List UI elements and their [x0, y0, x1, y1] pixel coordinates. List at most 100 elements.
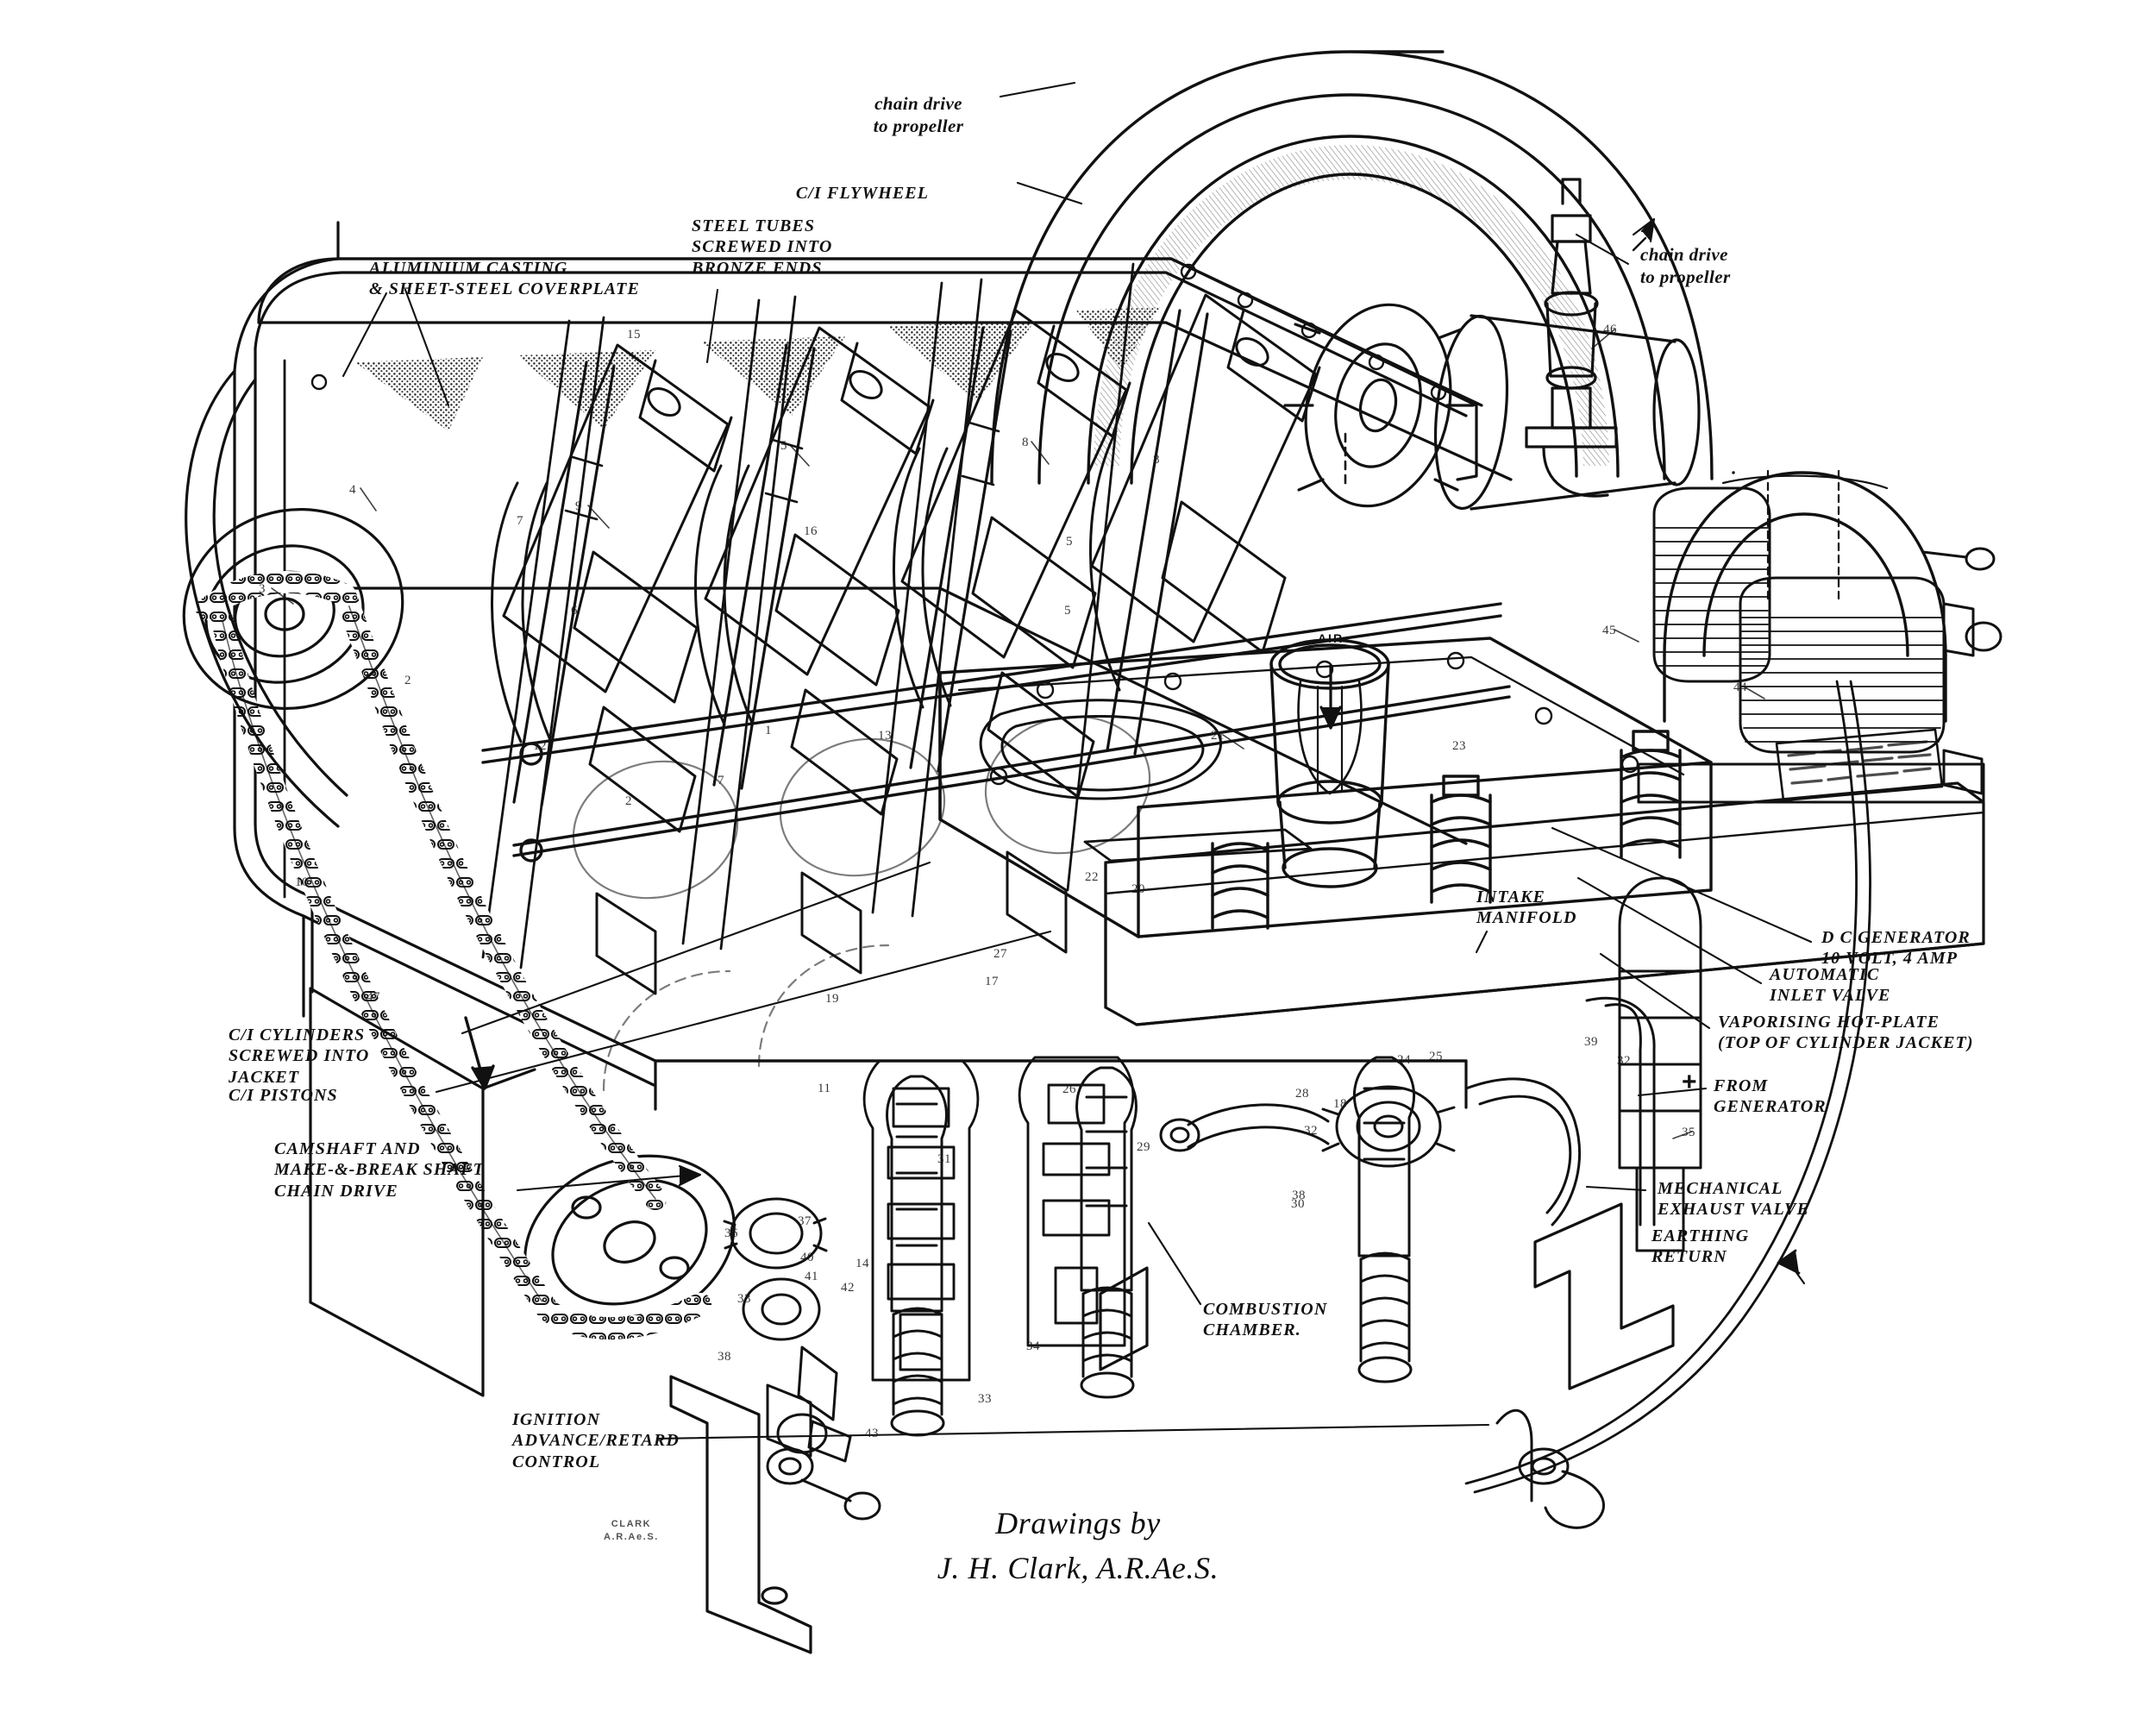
reference-number: 17: [985, 975, 999, 988]
flywheel-rim-shading: [1094, 145, 1609, 466]
nameplate-lettering: [1787, 740, 1932, 785]
reference-number: 32: [1617, 1054, 1631, 1068]
generator-nameplate: [1775, 728, 1944, 802]
cylinder-assembly: [704, 326, 935, 816]
steel-tube-bronze-ends: [564, 421, 1000, 521]
reference-number: 6: [571, 604, 578, 618]
reference-number: 29: [1137, 1140, 1150, 1154]
reference-number: 39: [1584, 1035, 1598, 1049]
reference-number: 44: [1733, 681, 1747, 694]
rocker-arm: [1159, 1103, 1330, 1152]
reference-number: 5: [780, 439, 787, 453]
artist-stamp: CLARK A.R.Ae.S.: [604, 1518, 659, 1544]
reference-number: 8: [1022, 436, 1029, 449]
air-flow-arrow: [1319, 664, 1342, 730]
aluminium-casting-coverplate: [233, 221, 1483, 830]
reference-number: 14: [856, 1257, 869, 1270]
reference-number: 20: [1131, 882, 1145, 896]
reference-number: 2: [404, 674, 411, 687]
reference-number: 4: [349, 483, 356, 497]
generator-coil-right: [1739, 576, 1946, 754]
valve-spring-assembly: [886, 1075, 948, 1437]
cylinder-assembly: [502, 343, 733, 833]
reference-number: 19: [825, 992, 839, 1006]
reference-number: 43: [865, 1427, 879, 1440]
reference-number: 16: [804, 524, 818, 538]
reference-number: 22: [1085, 870, 1099, 884]
callout-combustion-chamber: COMBUSTION CHAMBER.: [1203, 1300, 1328, 1340]
callout-ci-pistons: C/I PISTONS: [229, 1086, 338, 1105]
ignition-linkage: [766, 1383, 881, 1521]
ignition-advance-lever: [1495, 1408, 1605, 1529]
reference-number: 35: [1682, 1126, 1695, 1139]
callout-vaporising-hot-plate: VAPORISING HOT-PLATE (TOP OF CYLINDER JA…: [1718, 1013, 1974, 1053]
manifold-plate-aperture: [979, 699, 1222, 800]
reference-number: 38: [1292, 1189, 1306, 1202]
coil-winding-lines-right: [1741, 617, 1943, 743]
reference-number: 46: [1603, 323, 1617, 336]
reference-number: 1: [765, 724, 772, 737]
reference-number: 9: [575, 499, 582, 513]
reference-number: 28: [1295, 1087, 1309, 1101]
reference-number: 13: [878, 729, 892, 743]
reference-number: 23: [1452, 739, 1466, 753]
reference-number: 32: [1304, 1124, 1318, 1138]
reference-number: 42: [841, 1281, 855, 1295]
reference-number: 33: [737, 1292, 751, 1306]
crankshaft-coupling: [1283, 303, 1475, 508]
reference-number: 38: [718, 1350, 731, 1364]
reference-number: 11: [818, 1082, 831, 1095]
callout-ci-flywheel: C/I FLYWHEEL: [795, 184, 930, 203]
crankcase-top-plate: [257, 257, 1513, 481]
make-and-break-gear: [862, 1059, 980, 1382]
valve-spring-coil: [1080, 1286, 1135, 1399]
callout-automatic-inlet-valve: AUTOMATIC INLET VALVE: [1770, 965, 1891, 1006]
credit-line-2: J. H. Clark, A.R.Ae.S.: [937, 1551, 1219, 1586]
steel-tubes: [512, 309, 1209, 807]
reference-number: 26: [1062, 1082, 1076, 1096]
callout-aluminium-casting-coverplate: ALUMINIUM CASTING & SHEET-STEEL COVERPLA…: [369, 259, 640, 299]
callout-ci-cylinders-screwed-into-jacket: C/I CYLINDERS SCREWED INTO JACKET: [229, 1026, 370, 1087]
make-and-break-gear: [1018, 1056, 1135, 1347]
igniter-spring-stack: [1430, 775, 1492, 904]
reference-number: 31: [937, 1152, 951, 1166]
callout-steel-tubes-bronze-ends: STEEL TUBES SCREWED INTO BRONZE ENDS: [692, 216, 833, 278]
artist-credit: Drawings by J. H. Clark, A.R.Ae.S.: [937, 1501, 1219, 1590]
reference-number: 24: [1397, 1053, 1411, 1067]
leader-lines: [342, 81, 1813, 1440]
generator-coil-left: [1652, 486, 1771, 683]
generator-pole-arc: [1721, 469, 1889, 605]
reference-number: 33: [978, 1392, 992, 1406]
bedplate-frame: [309, 987, 1468, 1397]
reference-number: 27: [993, 947, 1007, 961]
reference-number: 21: [1211, 729, 1225, 743]
reference-number: 41: [805, 1270, 818, 1283]
reference-number: 40: [800, 1251, 814, 1264]
callout-mechanical-exhaust-valve: MECHANICAL EXHAUST VALVE: [1658, 1179, 1810, 1220]
callout-dc-generator: D C GENERATOR 10 VOLT, 4 AMP: [1821, 928, 1971, 969]
valve-gear-curves: [491, 430, 1121, 743]
background-bearing-circles: [572, 715, 1151, 1092]
engine-mount-foot-right: [1533, 1202, 1675, 1390]
artist-stamp-line-2: A.R.Ae.S.: [604, 1531, 659, 1542]
plate-recess: [1083, 828, 1313, 862]
manifold-plate-bolts: [989, 651, 1639, 786]
callout-intake-manifold: INTAKE MANIFOLD: [1476, 888, 1577, 928]
exhaust-pipework: [1464, 996, 1656, 1226]
cutaway-shading: [355, 307, 1160, 431]
reference-number: 7: [718, 774, 724, 787]
reference-number: 15: [627, 328, 641, 342]
front-bearing-housing: [182, 369, 404, 828]
reference-number: 30: [1291, 1197, 1305, 1211]
air-label: AIR: [1317, 631, 1344, 645]
callout-chain-drive-to-propeller-top: chain drive to propeller: [873, 93, 964, 136]
artist-stamp-line-1: CLARK: [611, 1519, 652, 1529]
dc-generator: [1637, 469, 2002, 804]
gear-cluster: [723, 1197, 852, 1463]
ci-flywheel: [990, 50, 1714, 485]
reference-number: 47: [367, 990, 380, 1004]
callout-from-generator: FROM GENERATOR: [1714, 1076, 1827, 1117]
igniter-spring-stack: [1211, 842, 1269, 930]
